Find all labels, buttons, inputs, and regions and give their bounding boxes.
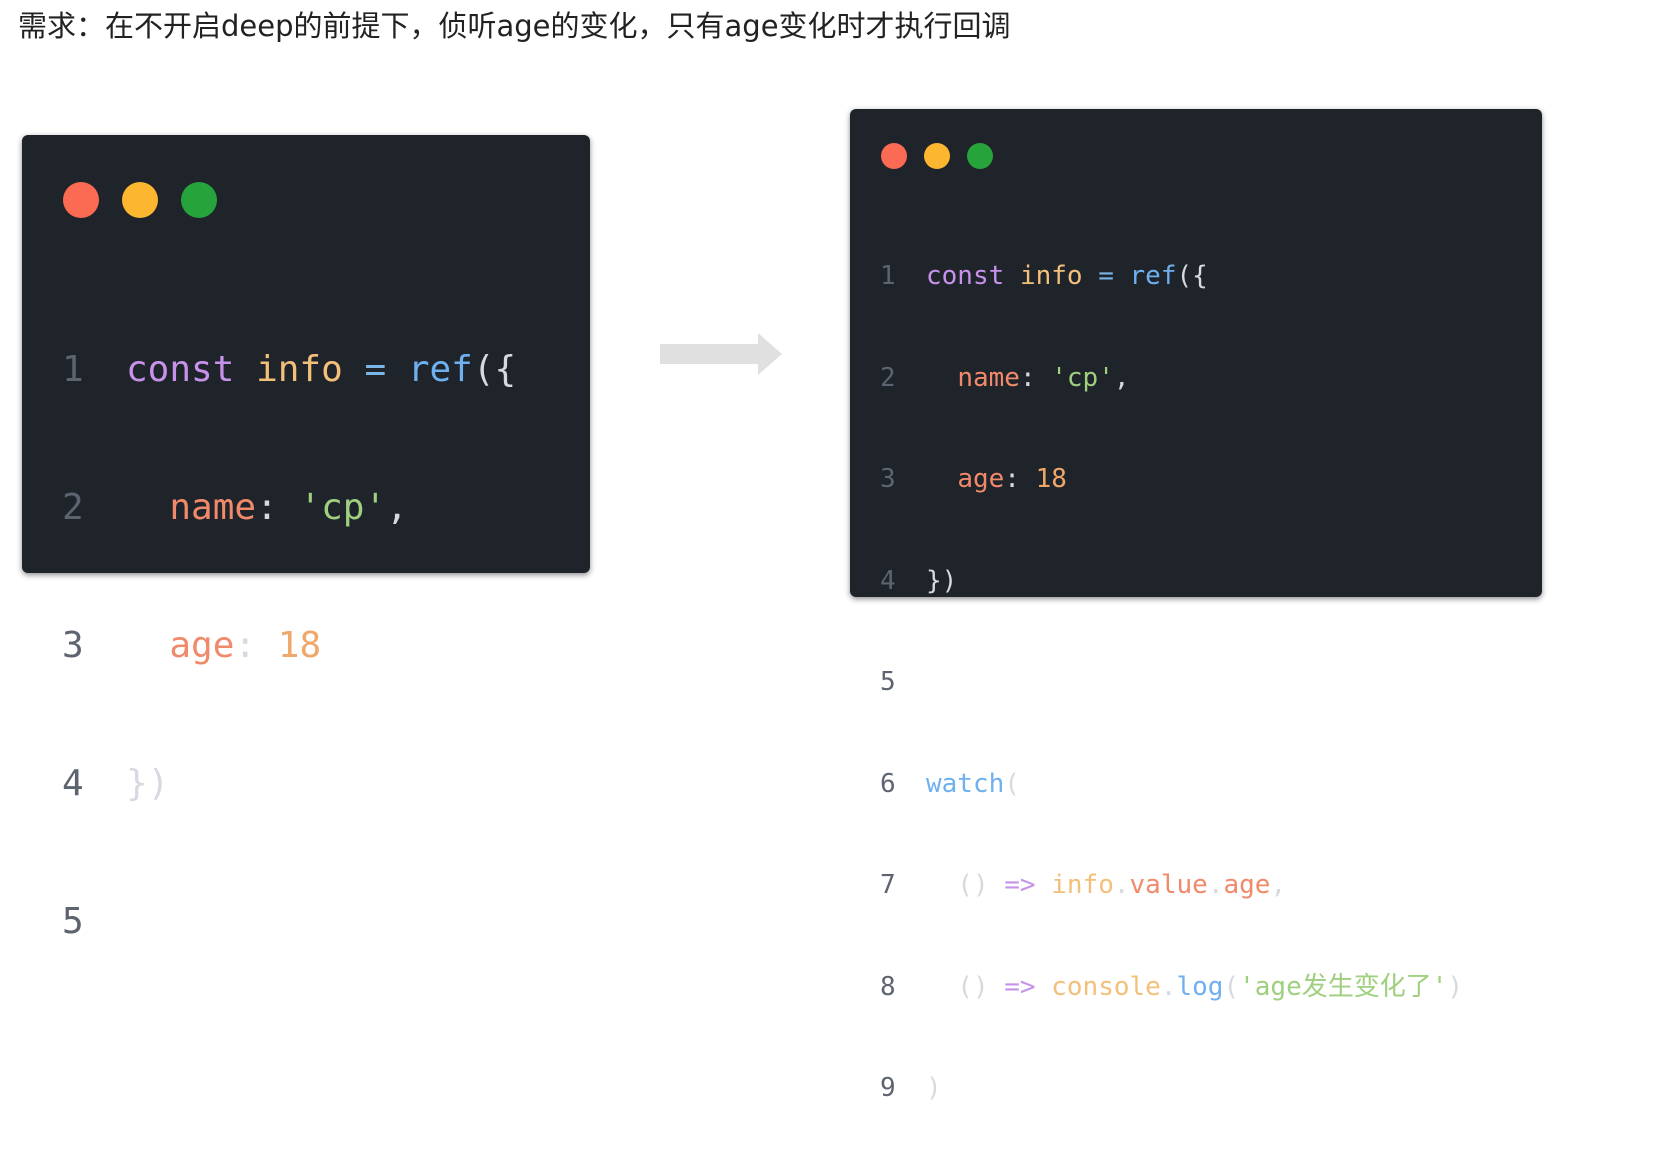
close-dot-icon	[63, 182, 99, 218]
string: 'cp'	[299, 487, 387, 528]
code-line-2: 2 name: 'cp',	[880, 358, 1463, 400]
code-line-1: 1 const info = ref({	[62, 342, 516, 398]
line-number: 5	[880, 667, 896, 697]
code-line-3: 3 age: 18	[62, 618, 516, 674]
minimize-dot-icon	[122, 182, 158, 218]
punctuation: })	[126, 763, 170, 804]
function-name: watch	[926, 768, 1005, 799]
window-controls	[63, 182, 217, 218]
variable: info	[256, 349, 343, 390]
function-name: ref	[407, 349, 473, 390]
window-controls	[881, 143, 993, 169]
line-number: 4	[880, 565, 896, 596]
property: name	[957, 362, 1020, 393]
arrow-operator: =>	[1004, 870, 1036, 900]
line-number: 2	[62, 487, 84, 528]
property: age	[957, 464, 1005, 494]
right-arrow-icon	[660, 333, 782, 375]
punctuation: .	[1207, 870, 1224, 900]
punctuation: :	[1004, 464, 1020, 494]
property: name	[169, 487, 257, 528]
operator: =	[364, 349, 387, 390]
keyword: const	[926, 261, 1005, 291]
keyword: const	[126, 349, 235, 390]
punctuation: ,	[1270, 870, 1287, 900]
minimize-dot-icon	[924, 143, 950, 169]
code-block: 1 const info = ref({ 2 name: 'cp', 3 age:…	[880, 196, 1463, 1170]
punctuation: })	[926, 565, 958, 596]
punctuation: .	[1160, 971, 1177, 1002]
punctuation: )	[1447, 971, 1464, 1002]
line-number: 3	[880, 464, 896, 494]
code-line-5: 5	[62, 894, 516, 950]
arrow-operator: =>	[1004, 971, 1036, 1002]
property: value	[1129, 870, 1208, 900]
page-heading: 需求：在不开启deep的前提下，侦听age的变化，只有age变化时才执行回调	[18, 9, 1011, 43]
code-block: 1 const info = ref({ 2 name: 'cp', 3 age:…	[62, 260, 516, 1032]
property: age	[169, 625, 235, 666]
punctuation: ,	[1113, 362, 1130, 393]
code-line-4: 4})	[880, 561, 1463, 603]
line-number: 5	[62, 901, 84, 942]
property: age	[1223, 870, 1271, 900]
method-name: log	[1176, 971, 1224, 1002]
code-window-after: 1 const info = ref({ 2 name: 'cp', 3 age:…	[850, 109, 1542, 1103]
punctuation: ({	[1176, 261, 1208, 291]
punctuation: (	[1223, 971, 1240, 1002]
punctuation: ()	[957, 870, 989, 900]
line-number: 8	[880, 971, 896, 1002]
line-number: 7	[880, 870, 896, 900]
maximize-dot-icon	[181, 182, 217, 218]
line-number: 1	[62, 349, 84, 390]
function-name: ref	[1129, 261, 1177, 291]
string: 'cp'	[1051, 362, 1114, 393]
variable: info	[1019, 261, 1083, 291]
line-number: 6	[880, 768, 896, 799]
close-dot-icon	[881, 143, 907, 169]
code-line-1: 1 const info = ref({	[880, 256, 1463, 298]
variable: info	[1051, 870, 1114, 900]
code-line-9: 9)	[880, 1068, 1463, 1110]
punctuation: ()	[957, 971, 989, 1002]
punctuation: :	[234, 625, 257, 666]
code-line-4: 4})	[62, 756, 516, 812]
line-number: 3	[62, 625, 84, 666]
string: 'age发生变化了'	[1239, 971, 1448, 1002]
punctuation: )	[926, 1073, 942, 1103]
number: 18	[1035, 464, 1067, 494]
punctuation: ({	[472, 349, 517, 390]
punctuation: .	[1113, 870, 1130, 900]
line-number: 4	[62, 763, 84, 804]
code-line-3: 3 age: 18	[880, 459, 1463, 501]
punctuation: :	[1019, 362, 1036, 393]
code-line-7: 7 () => info.value.age,	[880, 865, 1463, 907]
code-line-8: 8 () => console.log('age发生变化了')	[880, 967, 1463, 1009]
operator: =	[1098, 261, 1114, 291]
variable: console	[1051, 971, 1161, 1002]
code-window-before: 1 const info = ref({ 2 name: 'cp', 3 age:…	[22, 135, 590, 942]
punctuation: :	[256, 487, 278, 528]
maximize-dot-icon	[967, 143, 993, 169]
number: 18	[277, 625, 322, 666]
code-line-6: 6 watch(	[880, 764, 1463, 806]
line-number: 1	[880, 261, 896, 291]
punctuation: (	[1004, 768, 1020, 799]
line-number: 9	[880, 1073, 896, 1103]
punctuation: ,	[386, 487, 408, 528]
code-line-2: 2 name: 'cp',	[62, 480, 516, 536]
line-number: 2	[880, 362, 896, 393]
code-line-5: 5	[880, 662, 1463, 704]
